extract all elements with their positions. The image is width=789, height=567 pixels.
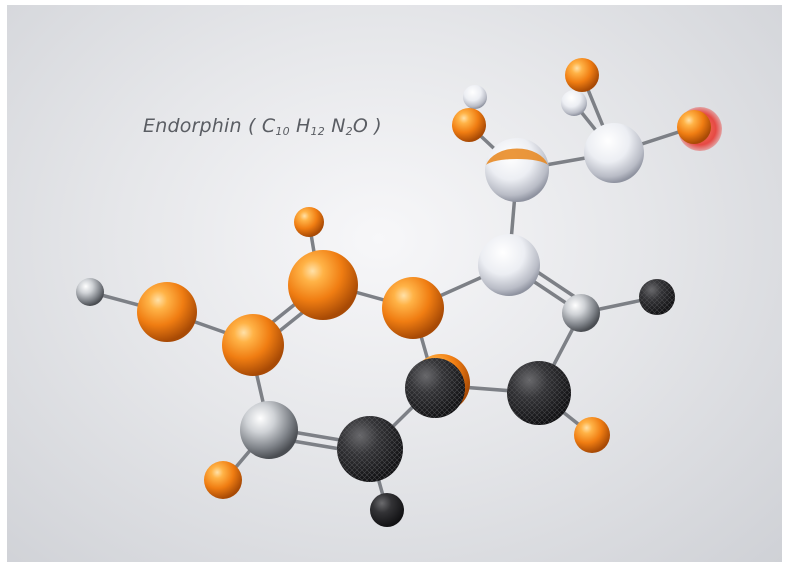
formula-open-paren: (: [248, 115, 256, 137]
formula-carbon-count: 10: [275, 125, 290, 138]
silver-atom: [76, 278, 104, 306]
glass-atom: [478, 234, 540, 296]
orange-atom: [677, 110, 711, 144]
atoms: [76, 58, 722, 527]
orange-atom: [565, 58, 599, 92]
dark-atom-texture: [639, 279, 675, 315]
molecule-3d-scene: [76, 58, 722, 527]
formula-carbon: C: [261, 115, 276, 137]
orange-atom: [452, 108, 486, 142]
formula-hydrogen-count: 12: [310, 125, 325, 138]
orange-atom: [574, 417, 610, 453]
glass-atom: [584, 123, 644, 183]
formula-close-paren: ): [374, 115, 382, 137]
orange-atom: [204, 461, 242, 499]
glass-atom: [485, 138, 549, 202]
glass-atom: [561, 90, 587, 116]
molecule-caption: Endorphin ( C10 H12 N2O ): [143, 115, 382, 138]
molecule-render: Endorphin ( C10 H12 N2O ): [7, 5, 782, 562]
orange-atom: [288, 250, 358, 320]
orange-atom: [382, 277, 444, 339]
glass-atom: [463, 85, 487, 109]
orange-inner-reflection: [486, 148, 548, 165]
dark-atom-texture: [337, 416, 403, 482]
silver-atom: [240, 401, 298, 459]
dark-atom: [370, 493, 404, 527]
dark-atom-texture: [507, 361, 571, 425]
silver-atom: [562, 294, 600, 332]
molecule-name: Endorphin: [143, 115, 242, 137]
orange-atom: [137, 282, 197, 342]
orange-atom: [222, 314, 284, 376]
dark-atom-texture: [405, 358, 465, 418]
formula-nitrogen-count: 2: [345, 125, 353, 138]
formula-hydrogen: H: [296, 115, 311, 137]
formula-nitrogen: N: [331, 115, 346, 137]
orange-atom: [294, 207, 324, 237]
formula-oxygen: O: [352, 115, 368, 137]
